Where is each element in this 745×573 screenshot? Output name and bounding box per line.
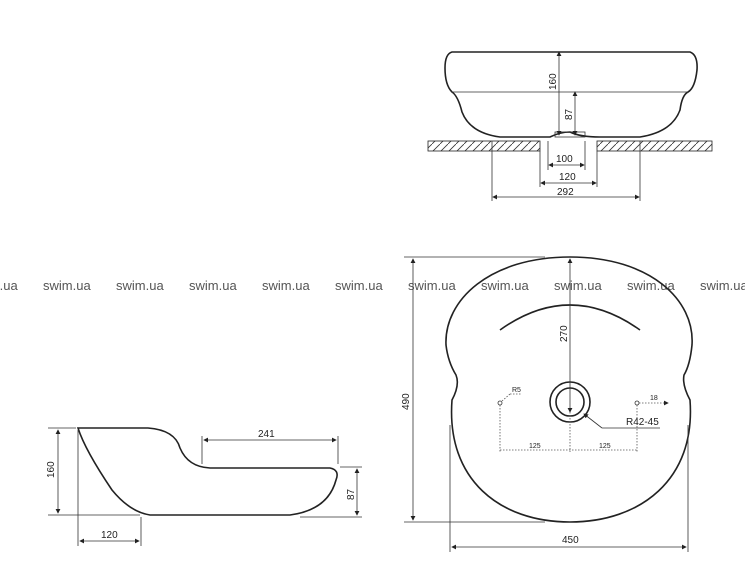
watermark-row: swim.ua swim.ua swim.ua swim.ua swim.ua … (0, 278, 745, 293)
watermark: swim.ua (554, 278, 602, 293)
dim-side-height: 160 (46, 461, 57, 478)
dim-front-bowl: 87 (564, 108, 575, 120)
dim-flat-length: 241 (258, 429, 275, 440)
countertop-right (596, 140, 713, 152)
basin-outline-top (445, 256, 693, 523)
watermark: swim.ua (408, 278, 456, 293)
dim-base-length: 120 (101, 530, 118, 541)
dim-hole-right: 125 (599, 443, 611, 450)
dim-width: 450 (562, 535, 579, 546)
dim-side-bowl: 87 (346, 488, 357, 500)
dim-hole-radius: R5 (512, 387, 521, 394)
dim-base-width: 292 (557, 187, 574, 198)
watermark: swim.ua (335, 278, 383, 293)
countertop-left (427, 140, 541, 152)
basin-outline (444, 51, 698, 138)
basin-profile (76, 427, 338, 516)
watermark: swim.ua (481, 278, 529, 293)
dim-drain-radius: R42-45 (626, 417, 659, 428)
side-view: 160 87 241 120 (46, 427, 362, 546)
dim-front-height: 160 (548, 73, 559, 90)
watermark: swim.ua (700, 278, 745, 293)
watermark: swim.ua (43, 278, 91, 293)
watermark: swim.ua (627, 278, 675, 293)
dim-depth: 490 (401, 393, 412, 410)
dim-hole-left: 125 (529, 443, 541, 450)
dim-cutout-width: 120 (559, 172, 576, 183)
dim-drain-offset: 270 (559, 325, 570, 342)
mounting-hole-left (497, 400, 503, 406)
dim-drain-width: 100 (556, 154, 573, 165)
front-view: 160 87 100 120 292 (427, 51, 713, 201)
dim-hole-edge: 18 (650, 395, 658, 402)
top-view: 270 490 450 125 125 R5 18 R42-45 (401, 256, 693, 552)
mounting-hole-right (634, 400, 640, 406)
drain-flange (554, 131, 586, 138)
watermark: swim.ua (0, 278, 18, 293)
watermark: swim.ua (116, 278, 164, 293)
watermark: swim.ua (262, 278, 310, 293)
watermark: swim.ua (189, 278, 237, 293)
